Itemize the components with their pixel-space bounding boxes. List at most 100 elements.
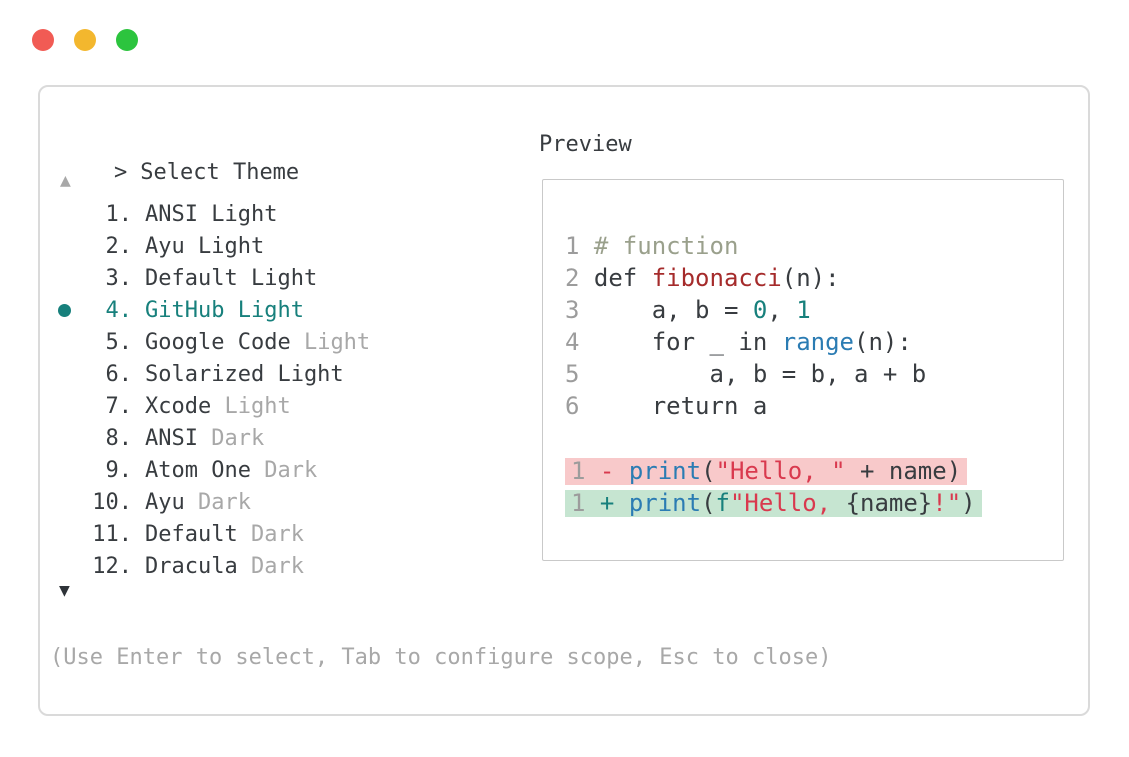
code-segment: def	[593, 264, 652, 292]
theme-item-number: 5.	[105, 329, 133, 355]
theme-item-name: ANSI Light	[145, 201, 278, 227]
scroll-down-icon[interactable]: ▼	[59, 580, 70, 601]
theme-item-name: Dracula	[145, 553, 238, 579]
code-segment: (	[701, 456, 716, 485]
theme-item-dracula[interactable]: 12. Dracula Dark	[52, 550, 522, 582]
line-number: 5	[565, 360, 594, 388]
theme-item-variant: Light	[211, 393, 291, 419]
theme-item-ayu[interactable]: 10. Ayu Dark	[52, 486, 522, 518]
code-line: 2 def fibonacci(n):	[565, 262, 1063, 294]
code-segment: +	[599, 488, 629, 517]
theme-list: 1. ANSI Light 2. Ayu Light 3. Default Light 4.…	[52, 198, 522, 582]
theme-item-ansi-light[interactable]: 1. ANSI Light	[52, 198, 522, 230]
bullet-dot-icon	[58, 303, 71, 317]
line-number: 2	[565, 264, 594, 292]
diff-line-removed: 1 - print("Hello, " + name)	[565, 455, 1063, 487]
theme-item-variant: Dark	[197, 425, 265, 451]
theme-item-number: 9.	[105, 457, 133, 483]
line-number: 1	[571, 488, 600, 517]
preview-label: Preview	[539, 132, 632, 157]
close-window-icon[interactable]	[32, 29, 54, 51]
theme-item-number: 12.	[92, 553, 132, 579]
theme-item-number: 11.	[92, 521, 132, 547]
theme-item-default[interactable]: 11.Default Dark	[52, 518, 522, 550]
code-segment: print	[628, 456, 702, 485]
code-segment: "Hello,	[729, 488, 846, 517]
prompt-chevron-icon: >	[113, 160, 128, 185]
theme-item-number: 1.	[105, 201, 133, 227]
code-segment: print	[628, 488, 702, 517]
code-segment: + name)	[845, 456, 962, 485]
zoom-window-icon[interactable]	[116, 29, 138, 51]
theme-item-number: 4.	[105, 297, 133, 323]
code-segment: (	[701, 488, 716, 517]
theme-item-variant: Dark	[184, 489, 251, 515]
code-segment: "Hello, "	[715, 456, 846, 485]
code-segment: -	[599, 456, 629, 485]
minimize-window-icon[interactable]	[74, 29, 96, 51]
theme-item-name: Google Code	[145, 329, 291, 355]
line-number: 4	[565, 328, 594, 356]
window-controls	[32, 29, 138, 51]
code-segment: a, b = b, a + b	[593, 360, 927, 388]
theme-item-name: ANSI	[145, 425, 198, 451]
theme-item-solarized-light[interactable]: 6.Solarized Light	[52, 358, 522, 390]
code-segment: 1	[796, 296, 811, 324]
theme-picker-panel: > Select Theme Preview ▲ 1. ANSI Light 2. Ay…	[38, 85, 1090, 716]
line-number: 6	[565, 392, 594, 420]
code-line: 5 a, b = b, a + b	[565, 358, 1063, 390]
code-segment: # function	[593, 232, 739, 260]
code-segment: f	[715, 488, 730, 517]
theme-item-google-code[interactable]: 5. Google Code Light	[52, 326, 522, 358]
theme-item-ayu-light[interactable]: 2. Ayu Light	[52, 230, 522, 262]
theme-item-number: 3.	[105, 265, 133, 291]
code-line: 3 a, b = 0, 1	[565, 294, 1063, 326]
code-segment: 0	[752, 296, 768, 324]
theme-item-name: Xcode	[145, 393, 212, 419]
theme-item-name: GitHub Light	[145, 297, 304, 323]
theme-item-name: Atom One	[145, 457, 251, 483]
theme-item-github-light[interactable]: 4. GitHub Light	[52, 294, 522, 326]
theme-item-name: Default Light	[145, 265, 318, 291]
theme-item-number: 8.	[105, 425, 133, 451]
theme-item-variant: Dark	[237, 553, 304, 579]
theme-item-xcode[interactable]: 7. Xcode Light	[52, 390, 522, 422]
theme-item-number: 10.	[92, 489, 132, 515]
diff-line-added: 1 + print(f"Hello, {name}!")	[565, 487, 1063, 519]
code-segment: fibonacci	[651, 264, 782, 292]
line-number: 3	[565, 296, 594, 324]
theme-item-number: 2.	[105, 233, 133, 259]
line-number: 1	[571, 456, 600, 485]
theme-item-name: Ayu	[145, 489, 185, 515]
theme-item-variant: Light	[290, 329, 371, 355]
theme-item-name: Ayu Light	[145, 233, 265, 259]
code-segment: )	[961, 488, 976, 517]
code-segment: !"	[932, 488, 962, 517]
code-segment: range	[781, 328, 854, 356]
theme-item-number: 7.	[105, 393, 133, 419]
palette-title-row: > Select Theme	[61, 131, 299, 215]
line-number: 1	[565, 232, 594, 260]
theme-item-ansi[interactable]: 8. ANSI Dark	[52, 422, 522, 454]
theme-item-number: 6.	[105, 361, 133, 387]
scroll-up-icon[interactable]: ▲	[60, 170, 71, 191]
code-segment: (n):	[781, 264, 840, 292]
code-segment: (n):	[854, 328, 912, 356]
theme-item-variant: Dark	[250, 457, 318, 483]
code-segment: return a	[593, 392, 768, 420]
preview-diff-lines: 1 - print("Hello, " + name)1 + print(f"H…	[565, 455, 1063, 519]
diff-highlight-band: 1 + print(f"Hello, {name}!")	[565, 488, 982, 517]
selected-bullet-icon	[52, 303, 82, 317]
code-segment: for _ in	[593, 328, 782, 356]
code-line: 1 # function	[565, 230, 1063, 262]
theme-item-variant: Dark	[237, 521, 304, 547]
keyboard-hint: (Use Enter to select, Tab to configure s…	[50, 645, 832, 670]
theme-item-default-light[interactable]: 3. Default Light	[52, 262, 522, 294]
code-line: 6 return a	[565, 390, 1063, 422]
palette-title: Select Theme	[140, 160, 300, 185]
theme-item-atom-one[interactable]: 9. Atom One Dark	[52, 454, 522, 486]
code-segment: {name}	[845, 488, 933, 517]
diff-highlight-band: 1 - print("Hello, " + name)	[565, 456, 968, 485]
